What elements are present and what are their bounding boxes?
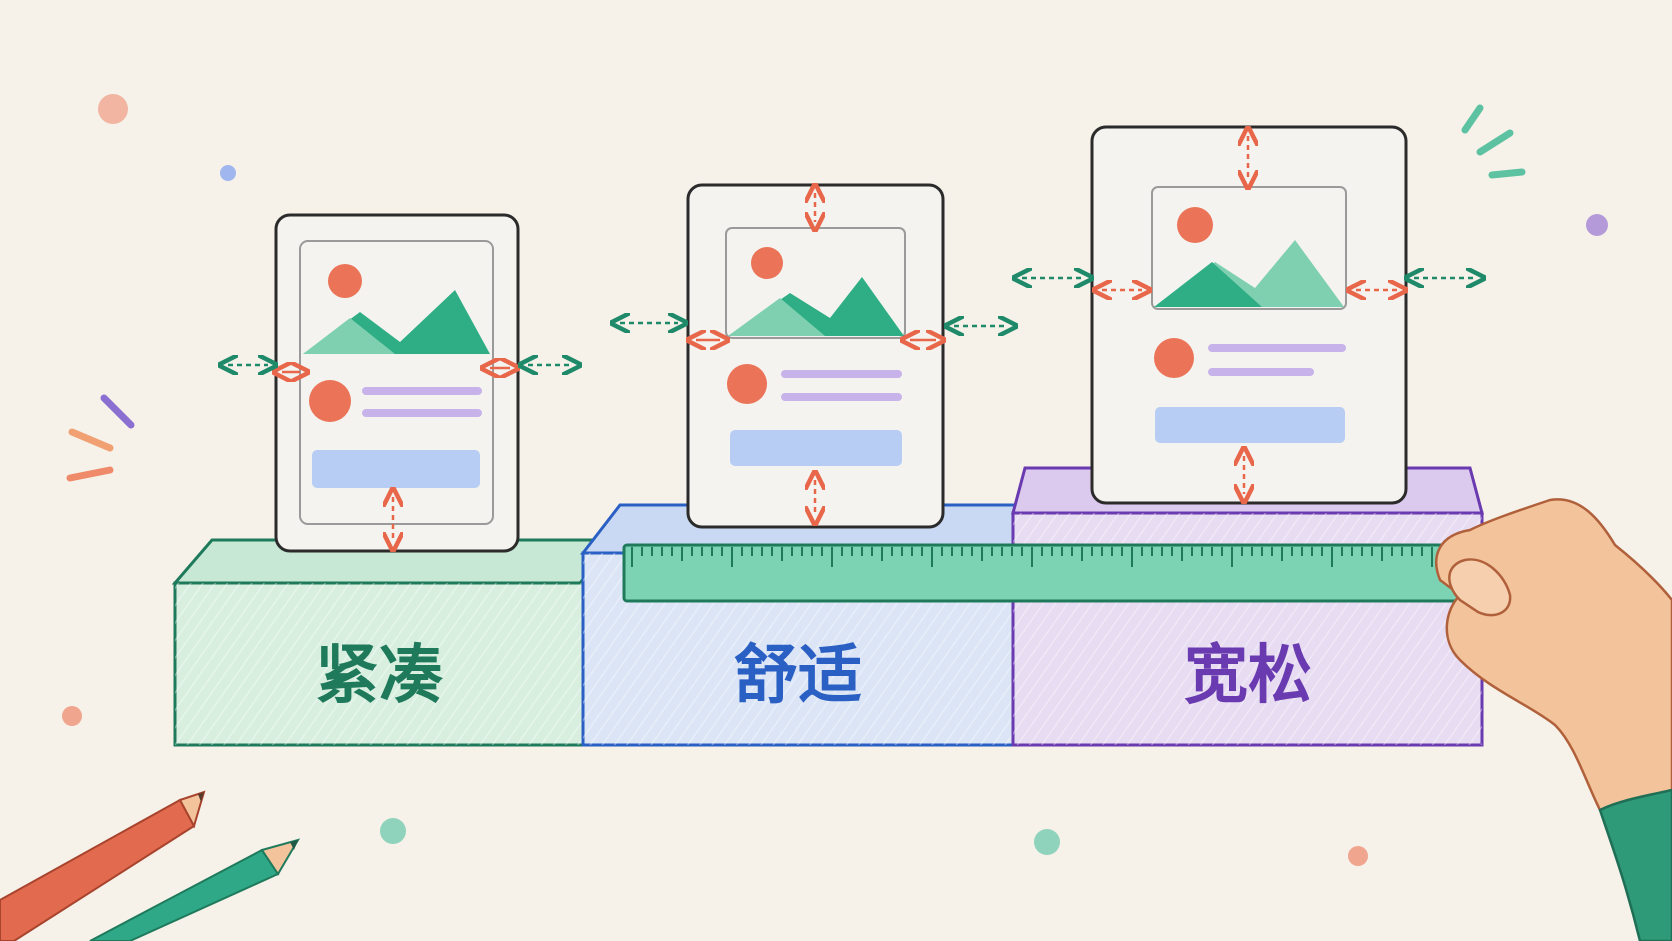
button-placeholder <box>730 430 902 466</box>
tier-label-spacious: 宽松 <box>1184 639 1312 713</box>
tier-label-compact: 紧凑 <box>315 639 444 713</box>
avatar-circle-icon <box>1154 338 1194 378</box>
ruler-icon <box>622 543 1558 603</box>
tier-label-comfortable: 舒适 <box>734 639 862 713</box>
image-placeholder-icon <box>303 264 490 354</box>
tier-compact: 紧凑 <box>171 538 620 747</box>
button-placeholder <box>1155 407 1345 443</box>
card-comfortable <box>620 185 1008 529</box>
image-placeholder-icon <box>1154 207 1344 307</box>
tier-comfortable: 舒适 <box>579 503 1054 747</box>
pencil-icon <box>89 838 301 941</box>
avatar-circle-icon <box>309 380 351 422</box>
card-compact <box>228 213 572 553</box>
avatar-circle-icon <box>727 364 767 404</box>
hand-icon <box>1435 498 1672 941</box>
tier-spacious: 宽松 <box>1011 466 1484 747</box>
image-placeholder-icon <box>728 247 904 336</box>
button-placeholder <box>312 450 480 488</box>
pencil-icon <box>0 790 206 941</box>
card-spacious <box>1022 125 1476 505</box>
confetti-decoration <box>62 94 1608 866</box>
